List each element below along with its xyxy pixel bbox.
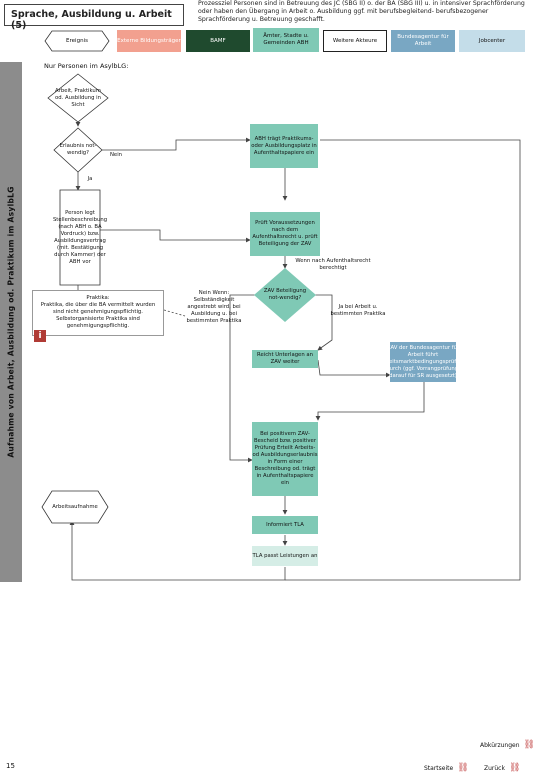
legend-event: Ereignis	[66, 37, 88, 44]
page-number: 15	[6, 762, 15, 770]
legend-event-shape	[44, 30, 110, 52]
end-event: Arbeitsaufnahme	[52, 503, 98, 510]
info-title: Praktika:	[86, 295, 110, 301]
legend-ba: Bundesagentur für Arbeit	[391, 30, 455, 52]
back-link[interactable]: Zurück ⛓	[484, 763, 520, 773]
legend-jobcenter: Jobcenter	[459, 30, 525, 52]
person-submits-docs: Person legt Stellenbeschreibung (nach AB…	[52, 210, 108, 265]
decision-zav: ZAV Beteiligung not-wendig?	[263, 288, 307, 301]
abbreviations-label: Abkürzungen	[480, 741, 520, 749]
legend-other: Weitere Akteure	[323, 30, 387, 52]
link-icon: ⛓	[457, 763, 469, 773]
zav-checks-labour-market: ZAV der Bundesagentur für Arbeit führt A…	[380, 342, 466, 382]
legend-bamf: BAMF	[186, 30, 250, 52]
abh-grants-permit: Bei positivem ZAV-Bescheid bzw. positive…	[252, 422, 318, 496]
info-line-2: Selbstorganisierte Praktika sind genehmi…	[56, 316, 140, 329]
praktika-info-box: Praktika: Praktika, die über die BA verm…	[32, 290, 164, 336]
abh-forwards-to-zav: Reicht Unterlagen an ZAV weiter	[252, 350, 318, 368]
tla-adjusts-benefits: TLA passt Leistungen an	[252, 546, 318, 566]
decision-permission: Erlaubnis not-wendig?	[59, 143, 97, 156]
start-page-label: Startseite	[424, 764, 454, 772]
informs-tla: Informiert TLA	[252, 516, 318, 534]
link-icon: ⛓	[508, 763, 521, 773]
link-icon: ⛓	[523, 740, 535, 750]
page-title: Sprache, Ausbildung u. Arbeit (5)	[4, 4, 184, 31]
info-line-1: Praktika, die über die BA vermittelt wur…	[40, 302, 156, 315]
legend-external: Externe Bildungsträger	[117, 30, 181, 52]
label-yes-1: Ja	[87, 176, 93, 182]
legend-abh: Ämter, Stadte u. Gemeinden ABH	[253, 28, 319, 52]
abh-checks-requirements: Prüft Voraussetzungen nach dem Aufenthal…	[250, 212, 320, 256]
side-label: Aufnahme von Arbeit, Ausbildung od. Prak…	[0, 62, 22, 582]
process-goal-text: Prozessziel Personen sind in Betreuung d…	[198, 0, 525, 23]
label-no-2: Nein Wenn: Selbständigkeit angestrebt wi…	[186, 290, 242, 324]
label-yes-2: Ja bei Arbeit u. bestimmten Praktika	[330, 304, 386, 317]
label-when-law: Wenn nach Aufenthaltsrecht berechtigt	[295, 258, 371, 271]
start-event: Arbeit, Praktikum od. Ausbildung in Sich…	[55, 87, 101, 108]
info-icon[interactable]: i	[34, 330, 46, 342]
label-no-1: Nein	[109, 152, 123, 158]
abbreviations-link[interactable]: Abkürzungen ⛓	[480, 740, 535, 750]
back-label: Zurück	[484, 764, 505, 772]
start-page-link[interactable]: Startseite ⛓	[424, 763, 469, 773]
section-title: Nur Personen im AsylbLG:	[44, 62, 129, 70]
abh-enters-permit: ABH trägt Praktikums- oder Ausbildungspl…	[250, 124, 318, 168]
